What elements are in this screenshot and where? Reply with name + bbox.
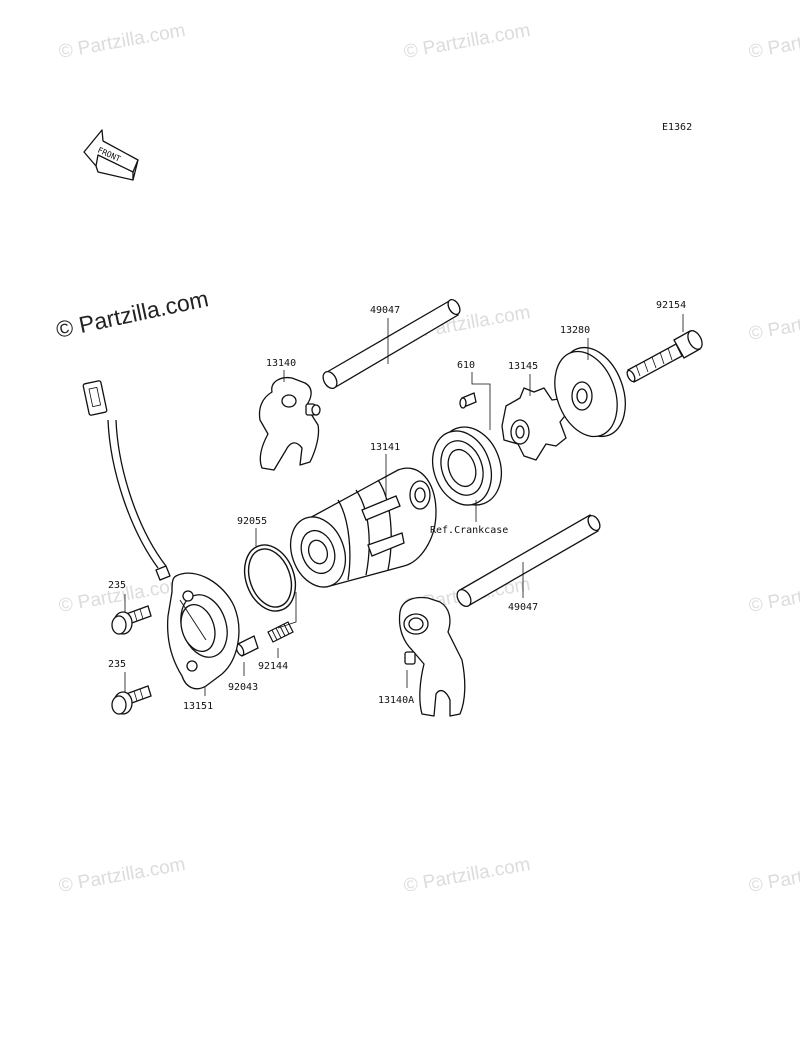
front-arrow-icon: FRONT [83, 129, 139, 181]
callout-shaft-lower: 49047 [508, 602, 538, 613]
callout-shaft-upper: 49047 [370, 305, 400, 316]
watermark-text: © Partzilla.com [747, 574, 800, 617]
callout-fork-upper: 13140 [266, 358, 296, 369]
shift-fork-shaft-upper [322, 298, 461, 390]
callout-oring: 92055 [237, 516, 267, 527]
leader-lines [124, 314, 684, 696]
diagram-code: E1362 [662, 122, 692, 133]
shift-drum-cam [501, 387, 569, 461]
watermark-text: © Partzilla.com [402, 20, 532, 63]
watermark-text: © Partzilla.com [57, 854, 187, 897]
shift-fork-upper [258, 376, 321, 471]
bearing [432, 426, 502, 506]
screw-upper [111, 605, 152, 635]
watermark-text: © Partzilla.com [747, 854, 800, 897]
cam-plate [554, 346, 626, 438]
watermark-text: © Partzilla.com [747, 302, 800, 345]
callout-screw-lower: 235 [108, 659, 126, 670]
o-ring [243, 544, 297, 612]
callout-fork-lower: 13140A [378, 695, 414, 706]
detent-spring [267, 621, 294, 643]
callout-cam: 13145 [508, 361, 538, 372]
dowel-pin [459, 392, 477, 409]
watermark-text: © Partzilla.com [54, 285, 211, 343]
watermark-text: © Partzilla.com [747, 20, 800, 63]
callout-plate: 13280 [560, 325, 590, 336]
watermark-text: © Partzilla.com [402, 854, 532, 897]
callout-screw-upper: 235 [108, 580, 126, 591]
gear-position-sensor [82, 380, 240, 690]
callout-drum: 13141 [370, 442, 400, 453]
callout-labels: 49047 13140 13141 610 13145 13280 92154 … [108, 300, 686, 712]
callout-sensor: 13151 [183, 701, 213, 712]
screw-lower [111, 685, 152, 715]
watermark-text: © Partzilla.com [57, 20, 187, 63]
callout-spring: 92144 [258, 661, 288, 672]
callout-pin: 610 [457, 360, 475, 371]
shift-drum [289, 467, 437, 588]
cam-bolt [626, 330, 703, 383]
callout-bearing-ref: Ref.Crankcase [430, 525, 508, 536]
callout-bolt: 92154 [656, 300, 686, 311]
shift-fork-shaft-lower [456, 514, 601, 608]
shift-fork-lower [398, 596, 466, 717]
callout-pin-small: 92043 [228, 682, 258, 693]
watermark-strong: © Partzilla.com [54, 285, 211, 343]
watermarks: © Partzilla.com © Partzilla.com © Partzi… [57, 20, 800, 897]
